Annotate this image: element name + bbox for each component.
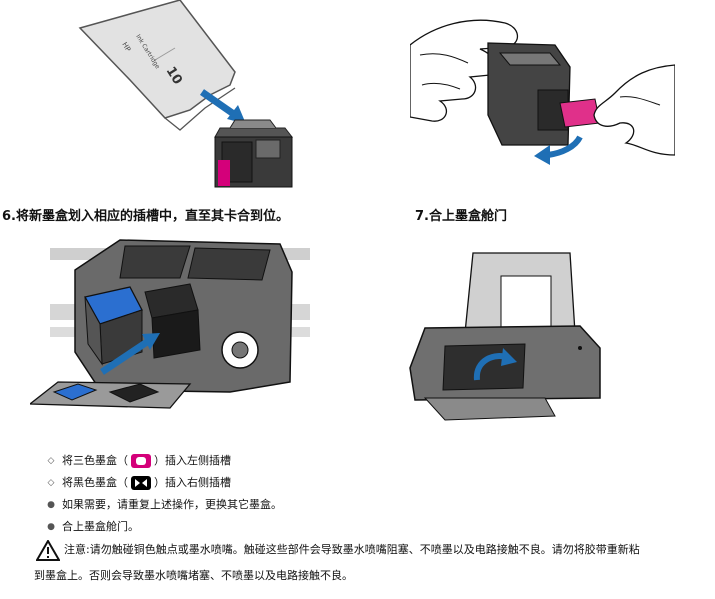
list-item: ◇ 将三色墨盒（ ）插入左侧插槽 [44, 450, 684, 472]
black-cartridge-icon [131, 476, 151, 490]
bullet4-text: 合上墨盒舱门。 [62, 520, 139, 533]
bullet1-post: ）插入左侧插槽 [154, 454, 231, 467]
diamond-bullet-icon: ◇ [47, 478, 55, 488]
warning-text-1: 注意:请勿触碰铜色触点或墨水喷嘴。触碰这些部件会导致墨水喷嘴阻塞、不喷墨以及电路… [64, 543, 640, 556]
step6-title: 6.将新墨盒划入相应的插槽中，直至其卡合到位。 [2, 209, 289, 224]
warning-triangle-icon [36, 539, 60, 561]
list-item: ● 如果需要，请重复上述操作，更换其它墨盒。 [44, 494, 684, 516]
bullet1-pre: 将三色墨盒（ [62, 454, 128, 467]
bullet2-pre: 将黑色墨盒（ [62, 476, 128, 489]
illustration-remove-tape [410, 5, 675, 195]
warning-text-2: 到墨盒上。否则会导致墨水喷嘴堵塞、不喷墨以及电路接触不良。 [34, 569, 353, 582]
step7-title: 7.合上墨盒舱门 [415, 209, 507, 224]
warning-note: 注意:请勿触碰铜色触点或墨水喷嘴。触碰这些部件会导致墨水喷嘴阻塞、不喷墨以及电路… [34, 537, 686, 589]
illustration-insert-cartridge [30, 232, 310, 422]
warning-line-1: 注意:请勿触碰铜色触点或墨水喷嘴。触碰这些部件会导致墨水喷嘴阻塞、不喷墨以及电路… [36, 537, 686, 563]
dot-bullet-icon: ● [47, 522, 55, 532]
illustration-close-door [405, 248, 605, 428]
bullet3-text: 如果需要，请重复上述操作，更换其它墨盒。 [62, 498, 282, 511]
illustration-unpack-cartridge: HP Ink Cartridge 10 [70, 0, 320, 195]
tricolor-cartridge-icon [131, 454, 151, 468]
dot-bullet-icon: ● [47, 500, 55, 510]
package-brand: HP [120, 41, 132, 53]
bullet2-post: ）插入右侧插槽 [154, 476, 231, 489]
instruction-bullets: ◇ 将三色墨盒（ ）插入左侧插槽 ◇ 将黑色墨盒（ ）插入右侧插槽 ● 如果需要… [44, 450, 684, 538]
diamond-bullet-icon: ◇ [47, 456, 55, 466]
list-item: ● 合上墨盒舱门。 [44, 516, 684, 538]
list-item: ◇ 将黑色墨盒（ ）插入右侧插槽 [44, 472, 684, 494]
